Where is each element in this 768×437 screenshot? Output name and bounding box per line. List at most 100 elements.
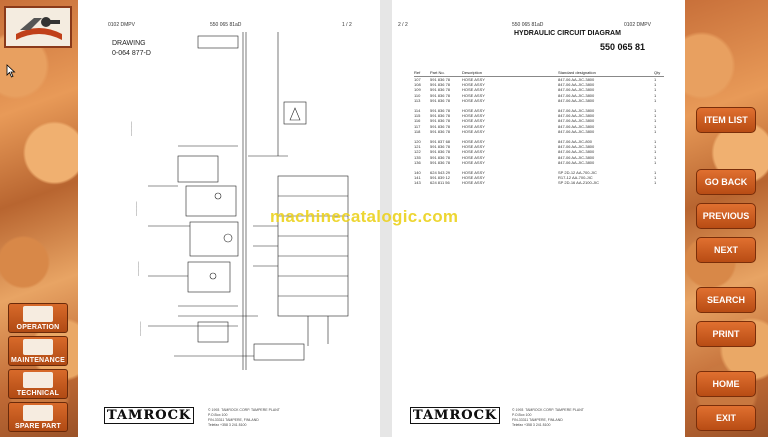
cell-qty: 1	[654, 149, 657, 155]
item-list-button[interactable]: ITEM LIST	[696, 107, 756, 133]
drawing-label: DRAWING	[112, 40, 146, 47]
cell-standard: 847-06 AA-JIC-3800	[558, 97, 595, 103]
cell-qty: 1	[654, 118, 657, 124]
document-title: HYDRAULIC CIRCUIT DIAGRAM	[514, 30, 621, 37]
cell-ref: 141	[414, 175, 421, 181]
previous-button[interactable]: PREVIOUS	[696, 203, 756, 229]
right-navigation-panel: ITEM LIST GO BACK PREVIOUS NEXT SEARCH P…	[685, 0, 768, 437]
cell-part-no: 591 837 68	[430, 139, 451, 145]
document-number: 550 065 81	[600, 42, 646, 52]
cell-standard: 847-06 AA-JIC-3800	[558, 108, 595, 114]
cell-part-no: 624 543 29	[430, 170, 451, 176]
right-document-page: 2 / 2 550 065 81aD 0102 DMPV HYDRAULIC C…	[270, 12, 685, 437]
mouse-cursor-icon	[6, 64, 16, 78]
cell-part-no: 591 839 12	[430, 175, 451, 181]
maintenance-label: MAINTENANCE	[11, 357, 65, 364]
cell-qty: 1	[654, 159, 657, 165]
cell-standard: 847-06 AA-JIC-3800	[558, 123, 595, 129]
exit-button[interactable]: EXIT	[696, 405, 756, 431]
cell-description: HOSE ASSY	[462, 92, 485, 98]
cell-part-no: 591 836 78	[430, 113, 451, 119]
cell-part-no: 591 836 78	[430, 149, 451, 155]
cell-standard: 847-06 AA-JIC-3800	[558, 144, 595, 150]
home-button[interactable]: HOME	[696, 371, 756, 397]
header-doc-number-right: 550 065 81aD	[512, 22, 544, 28]
cell-qty: 1	[654, 180, 657, 186]
cell-standard: 847-06 AA-JIC-3800	[558, 92, 595, 98]
cell-standard: 847-06 AA-JIC-800	[558, 139, 593, 145]
cell-ref: 113	[414, 97, 421, 103]
cell-standard: 847-06 AA-JIC-3800	[558, 87, 595, 93]
cell-ref: 116	[414, 118, 421, 124]
cell-standard: 847-06 AA-JIC-3800	[558, 118, 595, 124]
cell-qty: 1	[654, 175, 657, 181]
cell-description: HOSE ASSY	[462, 149, 485, 155]
parts-table-header: Ref Part No. Description Standard design…	[414, 70, 664, 77]
cell-description: HOSE ASSY	[462, 144, 485, 150]
operation-button[interactable]: OPERATION	[8, 303, 68, 333]
page-gutter	[380, 0, 392, 437]
cell-standard: 847-06 AA-JIC-3800	[558, 77, 595, 82]
cell-qty: 1	[654, 108, 657, 114]
book-icon	[16, 17, 62, 40]
technical-label: TECHNICAL	[16, 390, 60, 397]
col-description: Description	[462, 70, 558, 77]
cell-part-no: 591 836 78	[430, 87, 451, 93]
cell-qty: 1	[654, 77, 657, 82]
cell-part-no: 624 811 56	[430, 180, 450, 186]
book-logo-button[interactable]	[4, 6, 72, 48]
search-button[interactable]: SEARCH	[696, 287, 756, 313]
cell-qty: 1	[654, 92, 657, 98]
technical-button[interactable]: TECHNICAL	[8, 369, 68, 399]
cell-ref: 136	[414, 159, 421, 165]
cell-ref: 122	[414, 149, 421, 155]
tamrock-logo-left: TAMROCK	[104, 407, 195, 424]
cell-description: HOSE ASSY	[462, 154, 485, 160]
cell-standard: 847-06 AA-JIC-3800	[558, 128, 595, 134]
col-qty: Qty	[654, 70, 664, 77]
svg-text:────────: ────────	[137, 261, 141, 277]
cell-description: HOSE ASSY	[462, 139, 485, 145]
left-navigation-panel: OPERATION MAINTENANCE TECHNICAL SPARE PA…	[0, 0, 78, 437]
drawing-number: 0-064 877-D	[112, 50, 151, 57]
cell-ref: 114	[414, 108, 421, 114]
cell-ref: 118	[414, 128, 421, 134]
cell-description: HOSE ASSY	[462, 113, 485, 119]
cell-part-no: 591 836 78	[430, 82, 451, 88]
col-standard: Standard designation	[558, 70, 654, 77]
cell-qty: 1	[654, 154, 657, 160]
cell-description: HOSE ASSY	[462, 118, 485, 124]
footer-address-right: © 1993 TAMROCK CORP. TAMPERE PLANT P.O.B…	[512, 408, 584, 427]
left-document-page: 0102 DMPV 550 065 81aD 1 / 2 DRAWING 0-0…	[78, 12, 380, 437]
next-button[interactable]: NEXT	[696, 237, 756, 263]
cell-description: HOSE ASSY	[462, 77, 485, 82]
cell-ref: 110	[414, 92, 421, 98]
spare-part-icon	[23, 405, 53, 421]
cell-description: HOSE ASSY	[462, 170, 485, 176]
cell-ref: 108	[414, 82, 421, 88]
cell-ref: 109	[414, 87, 421, 93]
cell-standard: 847-06 AA-JIC-3800	[558, 113, 595, 119]
cell-qty: 1	[654, 123, 657, 129]
cell-description: HOSE ASSY	[462, 108, 485, 114]
print-button[interactable]: PRINT	[696, 321, 756, 347]
cell-description: HOSE ASSY	[462, 123, 485, 129]
maintenance-button[interactable]: MAINTENANCE	[8, 336, 68, 366]
cell-standard: 847-06 AA-JIC-3800	[558, 154, 595, 160]
cell-standard: 847-06 AA-JIC-3800	[558, 159, 595, 165]
spare-part-button[interactable]: SPARE PART	[8, 402, 68, 432]
cell-qty: 1	[654, 82, 657, 88]
go-back-button[interactable]: GO BACK	[696, 169, 756, 195]
operation-icon	[23, 306, 53, 322]
